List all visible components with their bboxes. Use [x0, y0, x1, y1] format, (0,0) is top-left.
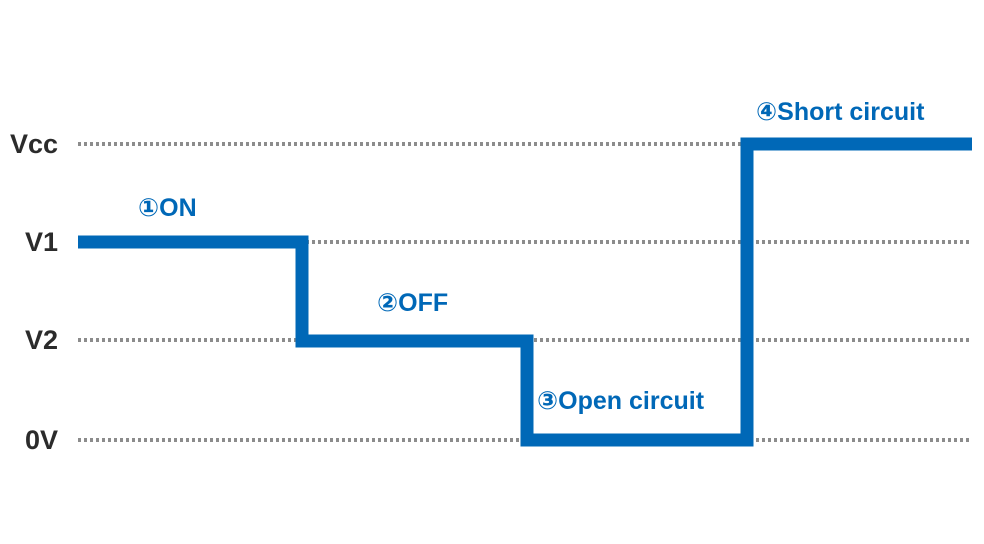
level-label-v2: V2 — [25, 325, 58, 355]
state-label-short-circuit: ④Short circuit — [756, 98, 925, 126]
signal-waveform — [78, 137, 972, 447]
state-label-open-circuit: ③Open circuit — [537, 387, 705, 415]
level-label-vcc: Vcc — [10, 129, 58, 159]
level-label-0v: 0V — [25, 425, 58, 455]
state-label-off: ②OFF — [377, 289, 448, 317]
level-label-v1: V1 — [25, 227, 58, 257]
state-label-on: ①ON — [138, 194, 197, 222]
